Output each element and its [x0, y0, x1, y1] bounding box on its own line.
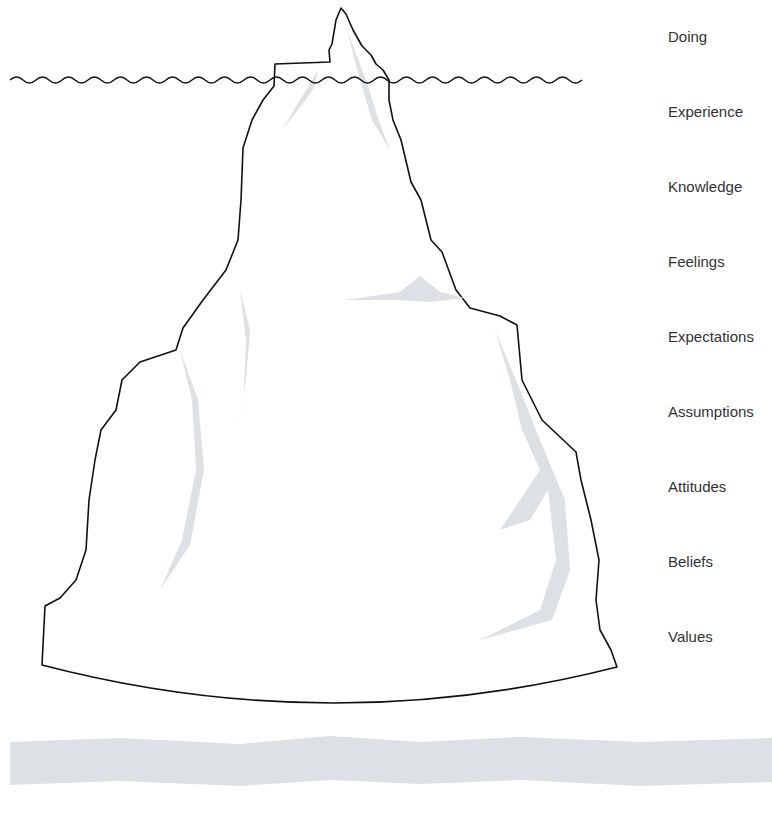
layer-label: Attitudes — [668, 478, 726, 496]
sea-floor-band — [10, 736, 772, 786]
layer-label: Feelings — [668, 253, 725, 271]
layer-label: Expectations — [668, 328, 754, 346]
water-line — [10, 77, 582, 83]
iceberg-shading — [160, 30, 570, 640]
layer-label: Doing — [668, 28, 707, 46]
layer-label: Assumptions — [668, 403, 754, 421]
layer-label: Knowledge — [668, 178, 742, 196]
layer-label: Beliefs — [668, 553, 713, 571]
iceberg-outline — [42, 8, 617, 703]
layer-label: Experience — [668, 103, 743, 121]
layer-label: Values — [668, 628, 713, 646]
